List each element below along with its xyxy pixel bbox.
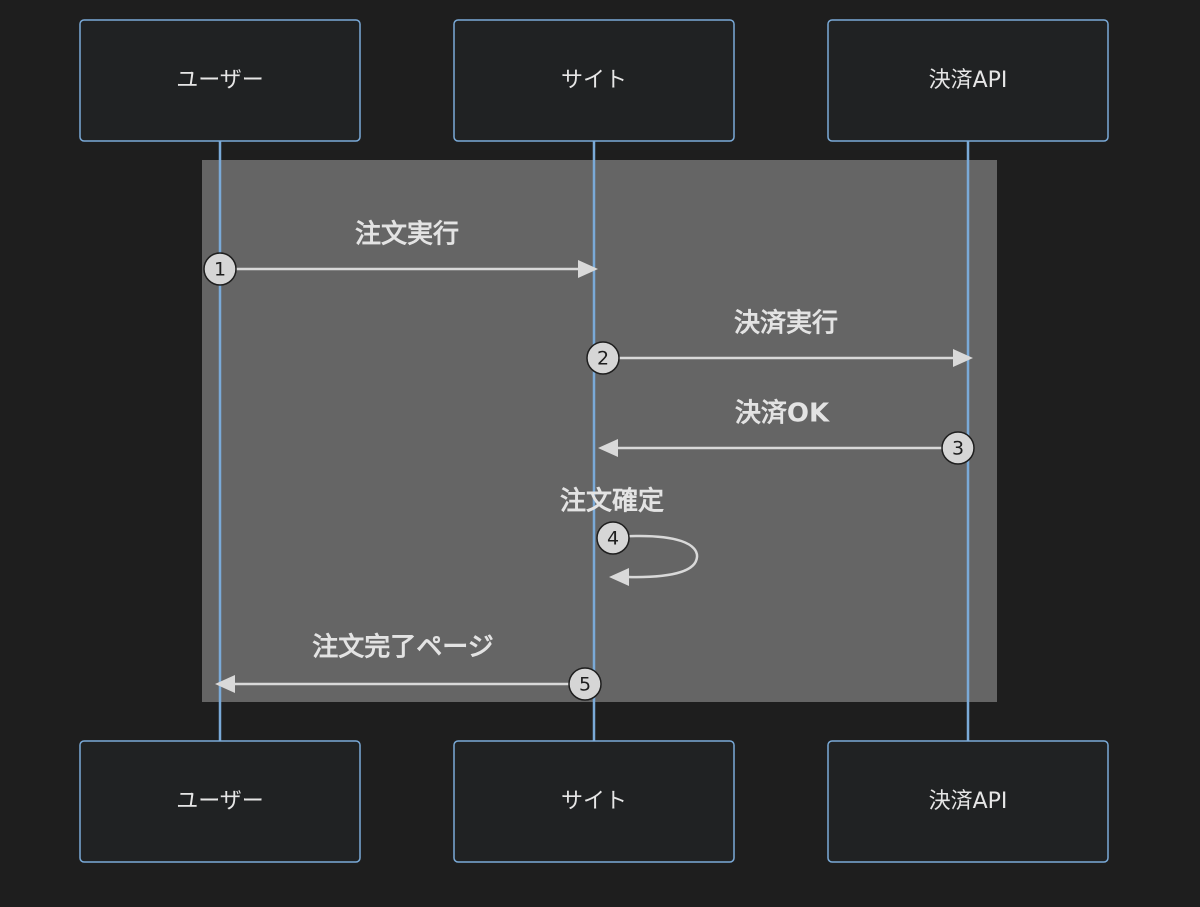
participant-site-bottom: サイト <box>453 740 735 863</box>
message-3: 決済OK 3 <box>598 398 975 465</box>
sequence-number: 3 <box>952 438 964 460</box>
sequence-number-badge <box>586 341 620 375</box>
arrow-head-icon <box>953 349 973 367</box>
participant-label: 決済API <box>929 68 1008 93</box>
sequence-number-badge <box>568 667 602 701</box>
message-2: 決済実行 2 <box>586 308 973 375</box>
participant-user-top: ユーザー <box>79 19 361 142</box>
message-label: 決済OK <box>735 398 830 429</box>
participant-label: 決済API <box>929 789 1008 814</box>
message-1: 注文実行 1 <box>203 219 598 286</box>
sequence-number: 1 <box>214 259 226 281</box>
sequence-number: 5 <box>579 674 591 696</box>
arrow-head-icon <box>215 675 235 693</box>
sequence-number: 4 <box>607 528 619 550</box>
participant-site-top: サイト <box>453 19 735 142</box>
self-message-loop-line <box>612 534 699 579</box>
arrow-head-icon <box>598 439 618 457</box>
arrow-head-icon <box>609 568 629 586</box>
message-label: 決済実行 <box>734 308 838 339</box>
sequence-number: 2 <box>597 348 609 370</box>
sequence-number-badge <box>941 431 975 465</box>
sequence-number-badge <box>596 521 630 555</box>
participant-label: ユーザー <box>176 789 264 814</box>
message-label: 注文確定 <box>560 486 664 517</box>
message-5: 注文完了ページ 5 <box>215 632 602 701</box>
participant-payment-top: 決済API <box>827 19 1109 142</box>
participant-user-bottom: ユーザー <box>79 740 361 863</box>
participant-label: ユーザー <box>176 68 264 93</box>
message-4: 注文確定 4 <box>560 486 699 586</box>
message-label: 注文実行 <box>355 219 459 250</box>
sequence-number-badge <box>203 252 237 286</box>
participant-payment-bottom: 決済API <box>827 740 1109 863</box>
participant-label: サイト <box>561 789 627 814</box>
arrow-head-icon <box>578 260 598 278</box>
message-label: 注文完了ページ <box>312 632 493 663</box>
highlight-region <box>202 160 997 702</box>
participant-label: サイト <box>561 68 627 93</box>
